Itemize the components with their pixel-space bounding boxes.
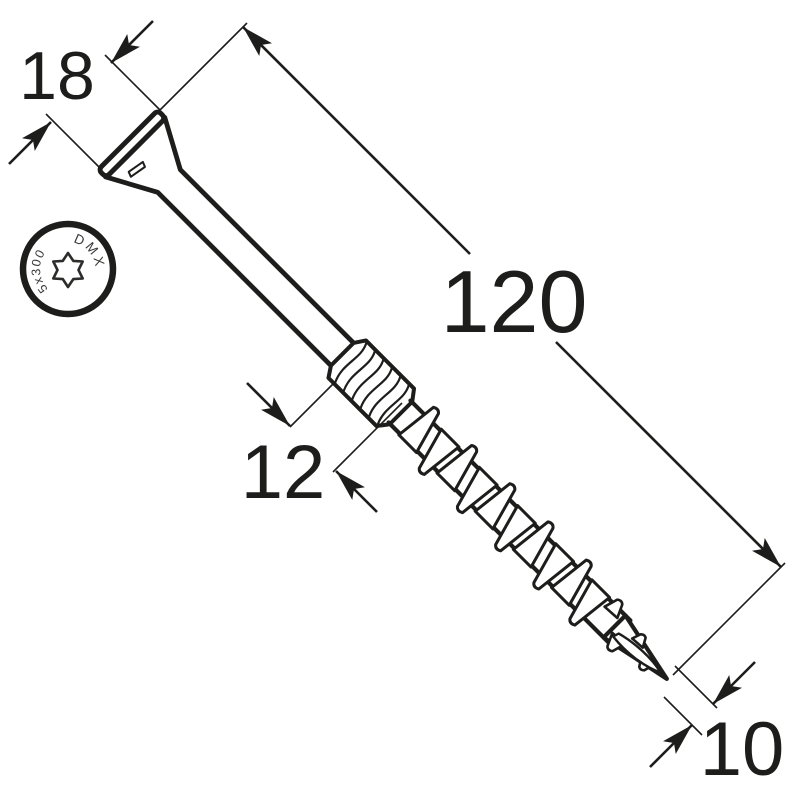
dimension-cutter-section: 12	[241, 382, 403, 515]
dimension-line	[555, 341, 782, 568]
extension-line	[672, 562, 786, 676]
extension-line	[289, 382, 335, 428]
dimension-line	[242, 26, 471, 255]
dimension-arrow	[110, 20, 154, 64]
screw-shank-lower-edge	[102, 174, 336, 371]
extension-line	[663, 696, 703, 736]
dimension-label-10: 10	[700, 707, 785, 792]
extension-line	[45, 113, 103, 171]
screw-thread-blades	[397, 405, 612, 627]
dimension-arrow	[712, 661, 756, 705]
screw-head-top-face	[97, 109, 167, 179]
dimension-arrow	[335, 470, 378, 513]
dimension-arrow	[246, 382, 291, 427]
dimension-head-diameter: 18	[8, 20, 161, 171]
dimension-tip-diameter: 10	[649, 661, 785, 792]
head-stamp-size-text: 5x300	[29, 246, 50, 295]
screw-head-facet	[127, 160, 146, 178]
head-stamp-size: 5x300	[29, 246, 51, 295]
extension-line	[332, 402, 403, 473]
extension-line	[674, 665, 718, 709]
dimension-label-12: 12	[241, 430, 326, 515]
extension-line	[104, 54, 161, 111]
screw-tip-flute	[611, 632, 662, 674]
dimension-label-120: 120	[441, 252, 588, 351]
head-end-view: DMX 5x300	[19, 220, 117, 318]
screw-cutter-barrel	[326, 338, 417, 429]
screw-side-view	[97, 109, 669, 681]
screw-cutter-ribs	[334, 341, 410, 427]
torx-recess	[52, 251, 84, 289]
dimension-arrow	[649, 724, 693, 768]
dimension-total-length: 120	[159, 22, 786, 676]
extension-line	[159, 22, 248, 111]
dimension-arrow	[8, 121, 52, 165]
dimension-label-18: 18	[19, 38, 95, 114]
screw-shank-upper-edge	[162, 114, 359, 348]
